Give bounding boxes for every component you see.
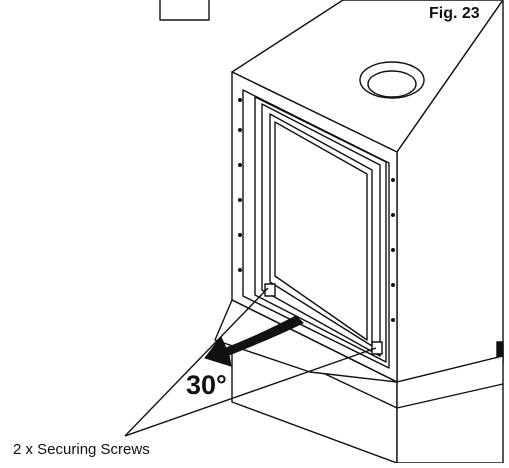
- rotation-arrow: [204, 315, 304, 367]
- door-glass-inner: [274, 121, 368, 341]
- door-frame: [261, 103, 381, 357]
- opened-flap: [214, 299, 398, 383]
- flue-outlet-inner: [367, 70, 417, 98]
- figure-label: Fig. 23: [429, 5, 480, 22]
- callout-leader-left: [124, 287, 269, 437]
- angle-label: 30°: [186, 370, 227, 400]
- door-outer: [254, 96, 387, 363]
- securing-screw-right: [371, 341, 383, 355]
- detached-panel: [159, 0, 210, 21]
- securing-screws-callout: 2 x Securing Screws: [13, 441, 150, 458]
- securing-screw-left: [264, 283, 276, 297]
- frame-bolts: [238, 98, 395, 322]
- flue-outlet-ring: [359, 61, 425, 99]
- callout-leader-right: [124, 347, 377, 437]
